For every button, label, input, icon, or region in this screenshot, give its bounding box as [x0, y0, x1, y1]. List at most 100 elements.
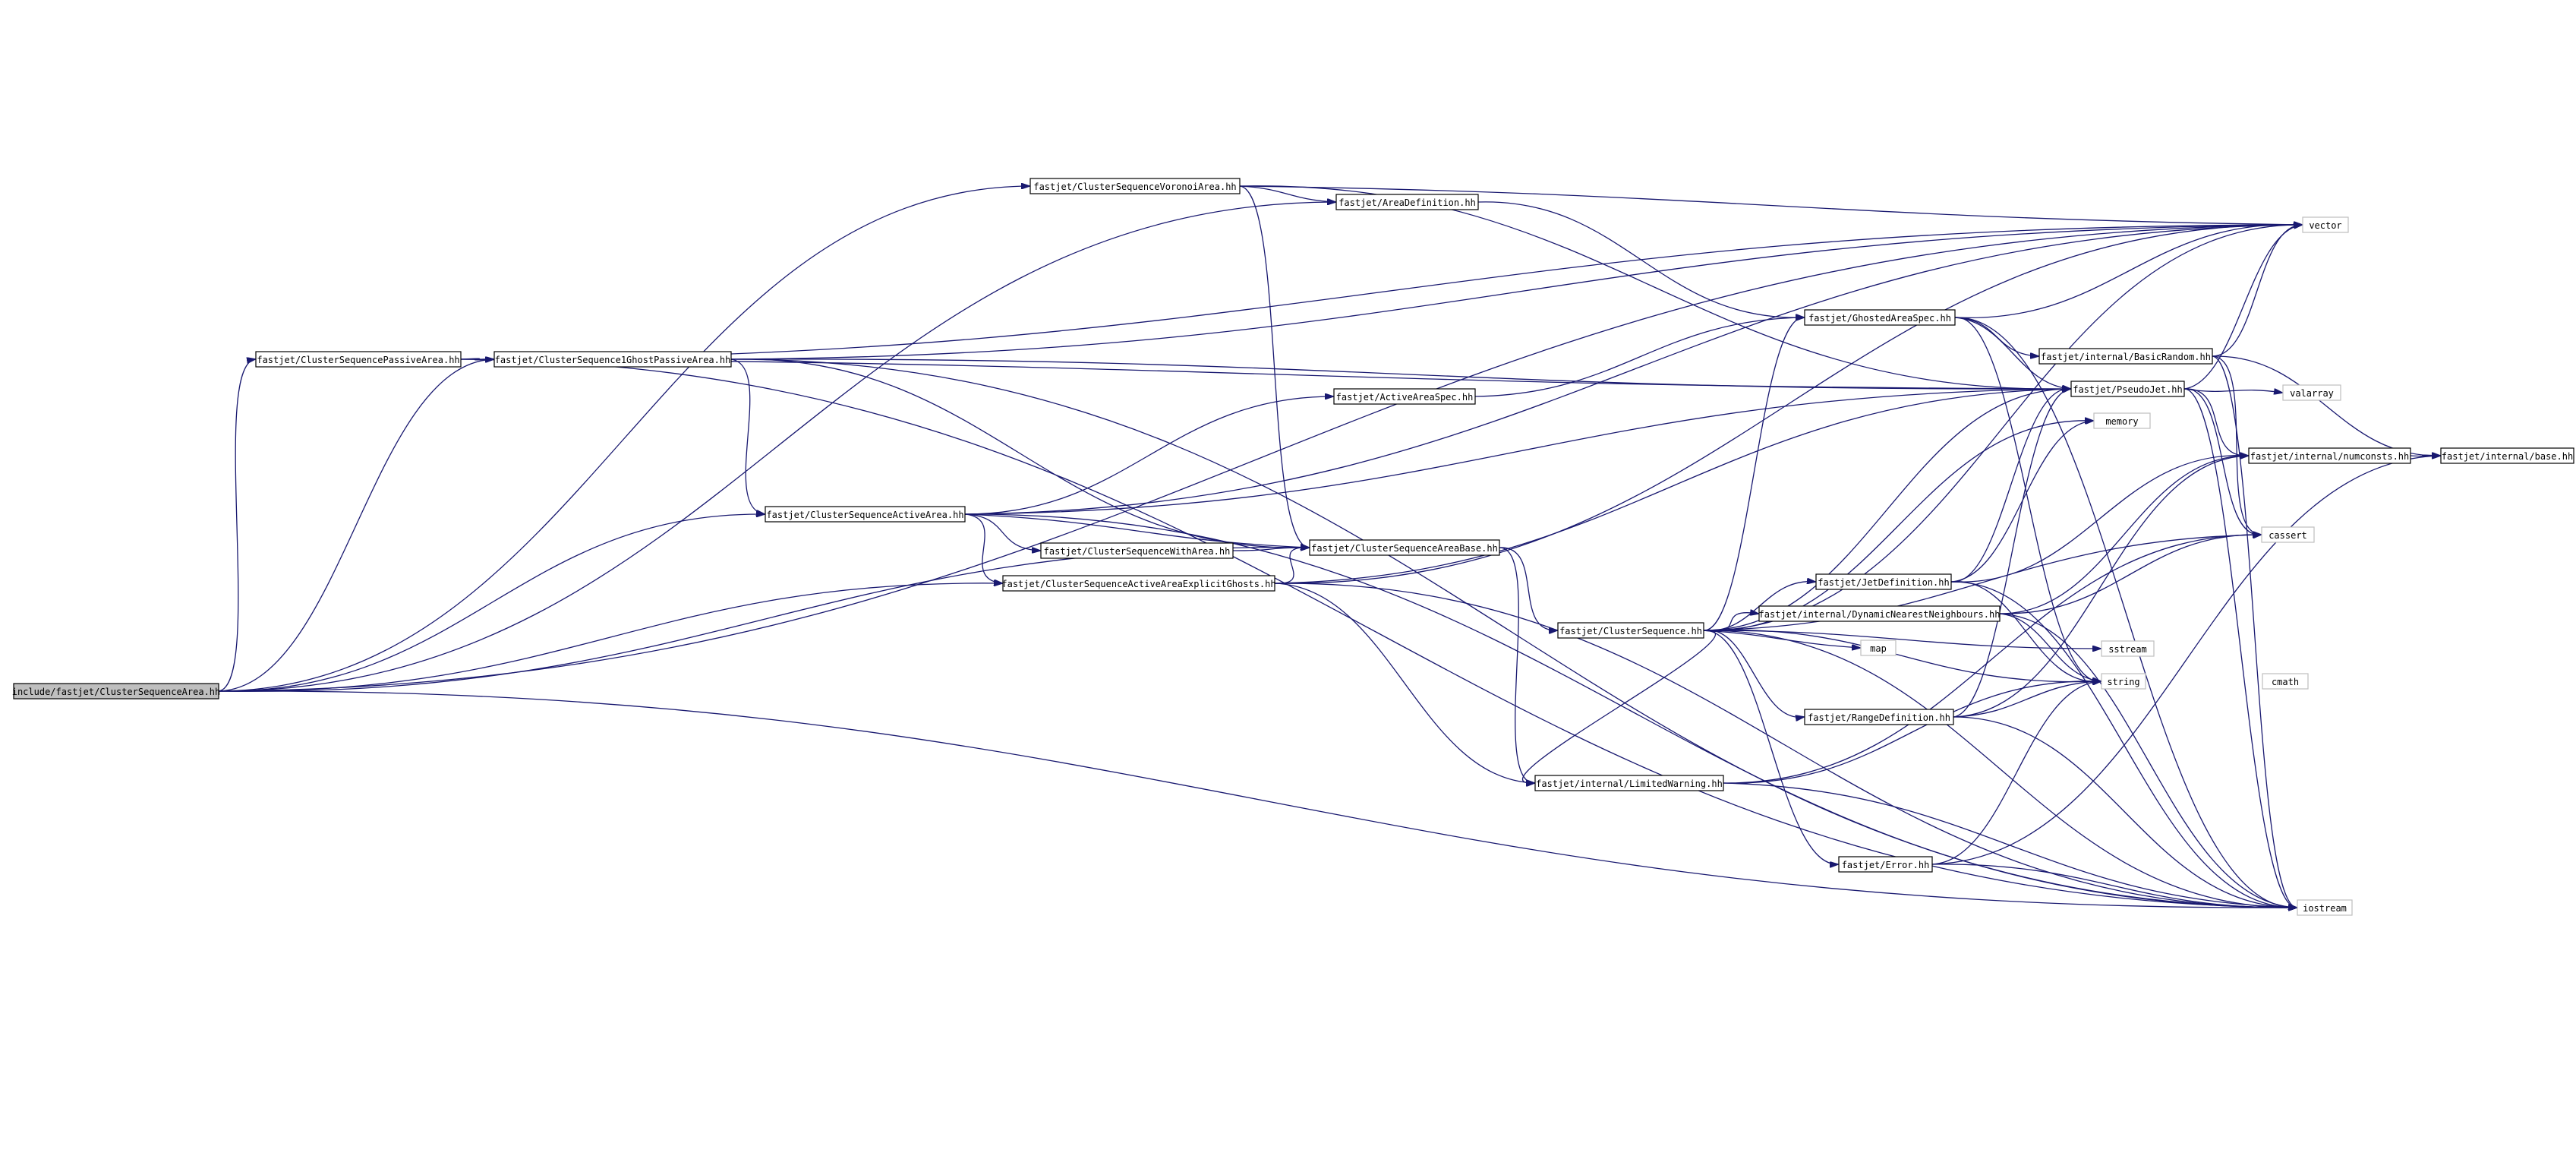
edge-jetdef-to-string	[1950, 581, 2101, 682]
edge-active-to-witharea	[964, 513, 1040, 551]
node-label: cmath	[2272, 677, 2299, 687]
node-fastjet-clustersequenceactiveareaexplicitghosts-hh[interactable]: fastjet/ClusterSequenceActiveAreaExplici…	[1001, 575, 1276, 592]
node-label: memory	[2105, 416, 2138, 427]
node-box	[1534, 775, 1724, 791]
node-box	[2297, 899, 2353, 916]
node-box	[1838, 856, 1933, 873]
node-fastjet-rangedefinition-hh[interactable]: fastjet/RangeDefinition.hh	[1804, 709, 1954, 725]
edge-cs-to-limited	[1521, 630, 1717, 783]
edge-rangedef-to-string	[1953, 681, 2101, 718]
node-box	[1309, 539, 1500, 556]
node-box	[1804, 309, 1956, 326]
node-fastjet-clustersequenceactivearea-hh[interactable]: fastjet/ClusterSequenceActiveArea.hh	[765, 506, 966, 523]
edge-error-to-string	[1931, 681, 2101, 865]
node-box	[1815, 573, 1952, 590]
edge-basicrandom-to-cassert	[2212, 355, 2261, 535]
node-label: valarray	[2290, 388, 2334, 399]
node-label: fastjet/ClusterSequencePassiveArea.hh	[257, 355, 459, 365]
edge-active-to-vector	[964, 225, 2302, 515]
node-box	[2302, 216, 2349, 233]
node-box	[1758, 605, 2001, 622]
node-fastjet-clustersequenceareabase-hh[interactable]: fastjet/ClusterSequenceAreaBase.hh	[1309, 539, 1500, 556]
node-fastjet-clustersequencepassivearea-hh[interactable]: fastjet/ClusterSequencePassiveArea.hh	[255, 351, 462, 368]
node-box	[1860, 640, 1897, 656]
edge-cs-to-cassert	[1703, 535, 2261, 631]
node-fastjet-internal-limitedwarning-hh[interactable]: fastjet/internal/LimitedWarning.hh	[1534, 775, 1724, 791]
edge-basicrandom-to-vector	[2212, 225, 2302, 357]
node-label: iostream	[2303, 903, 2347, 914]
node-include-fastjet-clustersequencearea-hh[interactable]: include/fastjet/ClusterSequenceArea.hh	[12, 683, 221, 700]
edge-limited-to-cassert	[1723, 535, 2261, 784]
edge-cs-to-ghosted	[1703, 317, 1804, 631]
edge-error-to-base	[1931, 456, 2440, 865]
edge-explicit-to-vector	[1274, 225, 2302, 584]
node-fastjet-clustersequence1ghostpassivearea-hh[interactable]: fastjet/ClusterSequence1GhostPassiveArea…	[493, 351, 732, 368]
edge-cs-to-vector	[1703, 225, 2302, 631]
edge-pseudojet-to-valarray	[2183, 388, 2282, 393]
node-box	[1335, 194, 1479, 210]
node-fastjet-clustersequence-hh[interactable]: fastjet/ClusterSequence.hh	[1557, 622, 1704, 639]
node-fastjet-internal-dynamicnearestneighbours-hh[interactable]: fastjet/internal/DynamicNearestNeighbour…	[1758, 605, 2001, 622]
node-label: fastjet/ClusterSequenceVoronoiArea.hh	[1033, 182, 1236, 192]
edge-root-to-areabase	[218, 548, 1309, 692]
node-label: sstream	[2108, 644, 2147, 655]
node-fastjet-error-hh[interactable]: fastjet/Error.hh	[1838, 856, 1933, 873]
node-label: include/fastjet/ClusterSequenceArea.hh	[12, 687, 221, 697]
node-label: fastjet/ActiveAreaSpec.hh	[1336, 392, 1474, 403]
node-label: fastjet/ClusterSequenceWithArea.hh	[1044, 546, 1231, 557]
node-box	[2093, 412, 2151, 429]
node-fastjet-activeareaspec-hh[interactable]: fastjet/ActiveAreaSpec.hh	[1333, 388, 1476, 405]
node-label: fastjet/internal/DynamicNearestNeighbour…	[1759, 609, 2001, 620]
node-fastjet-jetdefinition-hh[interactable]: fastjet/JetDefinition.hh	[1815, 573, 1952, 590]
node-fastjet-clustersequencewitharea-hh[interactable]: fastjet/ClusterSequenceWithArea.hh	[1040, 542, 1234, 559]
edge-active-to-areabase	[964, 513, 1309, 548]
edge-pseudojet-to-cassert	[2183, 388, 2261, 535]
edge-pseudojet-to-numconsts	[2183, 388, 2248, 456]
node-fastjet-clustersequencevoronoiarea-hh[interactable]: fastjet/ClusterSequenceVoronoiArea.hh	[1029, 178, 1241, 194]
edge-ghostpassive-to-active	[730, 358, 765, 514]
edge-numconsts-to-base	[2410, 455, 2440, 456]
edge-pseudojet-to-vector	[2183, 225, 2302, 390]
edge-active-to-explicit	[964, 513, 1002, 583]
node-vector: vector	[2302, 216, 2349, 233]
node-label: string	[2107, 677, 2139, 687]
node-box	[2101, 673, 2146, 690]
edge-root-to-areadef	[218, 202, 1335, 692]
edge-root-to-vector	[218, 225, 2302, 692]
node-label: fastjet/JetDefinition.hh	[1818, 577, 1949, 588]
node-cassert: cassert	[2261, 526, 2315, 543]
edge-active-to-pseudojet	[964, 389, 2070, 515]
edge-voronoi-to-pseudojet	[1239, 185, 2070, 389]
edge-explicit-to-areabase	[1274, 548, 1309, 584]
dependency-edges	[218, 185, 2440, 908]
node-label: fastjet/Error.hh	[1842, 860, 1930, 870]
edge-explicit-to-limited	[1274, 583, 1534, 783]
node-fastjet-internal-numconsts-hh[interactable]: fastjet/internal/numconsts.hh	[2248, 447, 2411, 464]
node-sstream: sstream	[2101, 640, 2155, 657]
edge-voronoi-to-vector	[1239, 185, 2302, 225]
node-fastjet-pseudojet-hh[interactable]: fastjet/PseudoJet.hh	[2070, 381, 2185, 397]
edge-passive-to-vector	[460, 225, 2302, 360]
edge-root-to-voronoi	[218, 186, 1029, 692]
node-fastjet-areadefinition-hh[interactable]: fastjet/AreaDefinition.hh	[1335, 194, 1479, 210]
node-box	[1804, 709, 1954, 725]
node-box	[2282, 384, 2341, 401]
node-box	[1333, 388, 1476, 405]
node-fastjet-internal-base-hh[interactable]: fastjet/internal/base.hh	[2440, 447, 2574, 464]
node-label: fastjet/internal/LimitedWarning.hh	[1536, 778, 1723, 789]
edge-limited-to-string	[1723, 681, 2101, 784]
edge-witharea-to-areabase	[1232, 548, 1309, 551]
node-label: cassert	[2269, 530, 2307, 541]
node-label: fastjet/ClusterSequenceActiveArea.hh	[766, 510, 963, 520]
node-box	[13, 683, 219, 700]
edge-dnn-to-string	[1999, 613, 2101, 681]
edge-root-to-ghostpassive	[218, 359, 493, 692]
node-box	[1040, 542, 1234, 559]
edge-areabase-to-limited	[1499, 547, 1534, 783]
node-box	[2440, 447, 2574, 464]
edge-ghostpassive-to-pseudojet	[730, 358, 2070, 389]
node-box	[255, 351, 462, 368]
edge-explicit-to-pseudojet	[1274, 389, 2070, 584]
node-fastjet-ghostedareaspec-hh[interactable]: fastjet/GhostedAreaSpec.hh	[1804, 309, 1956, 326]
node-fastjet-internal-basicrandom-hh[interactable]: fastjet/internal/BasicRandom.hh	[2038, 348, 2213, 365]
